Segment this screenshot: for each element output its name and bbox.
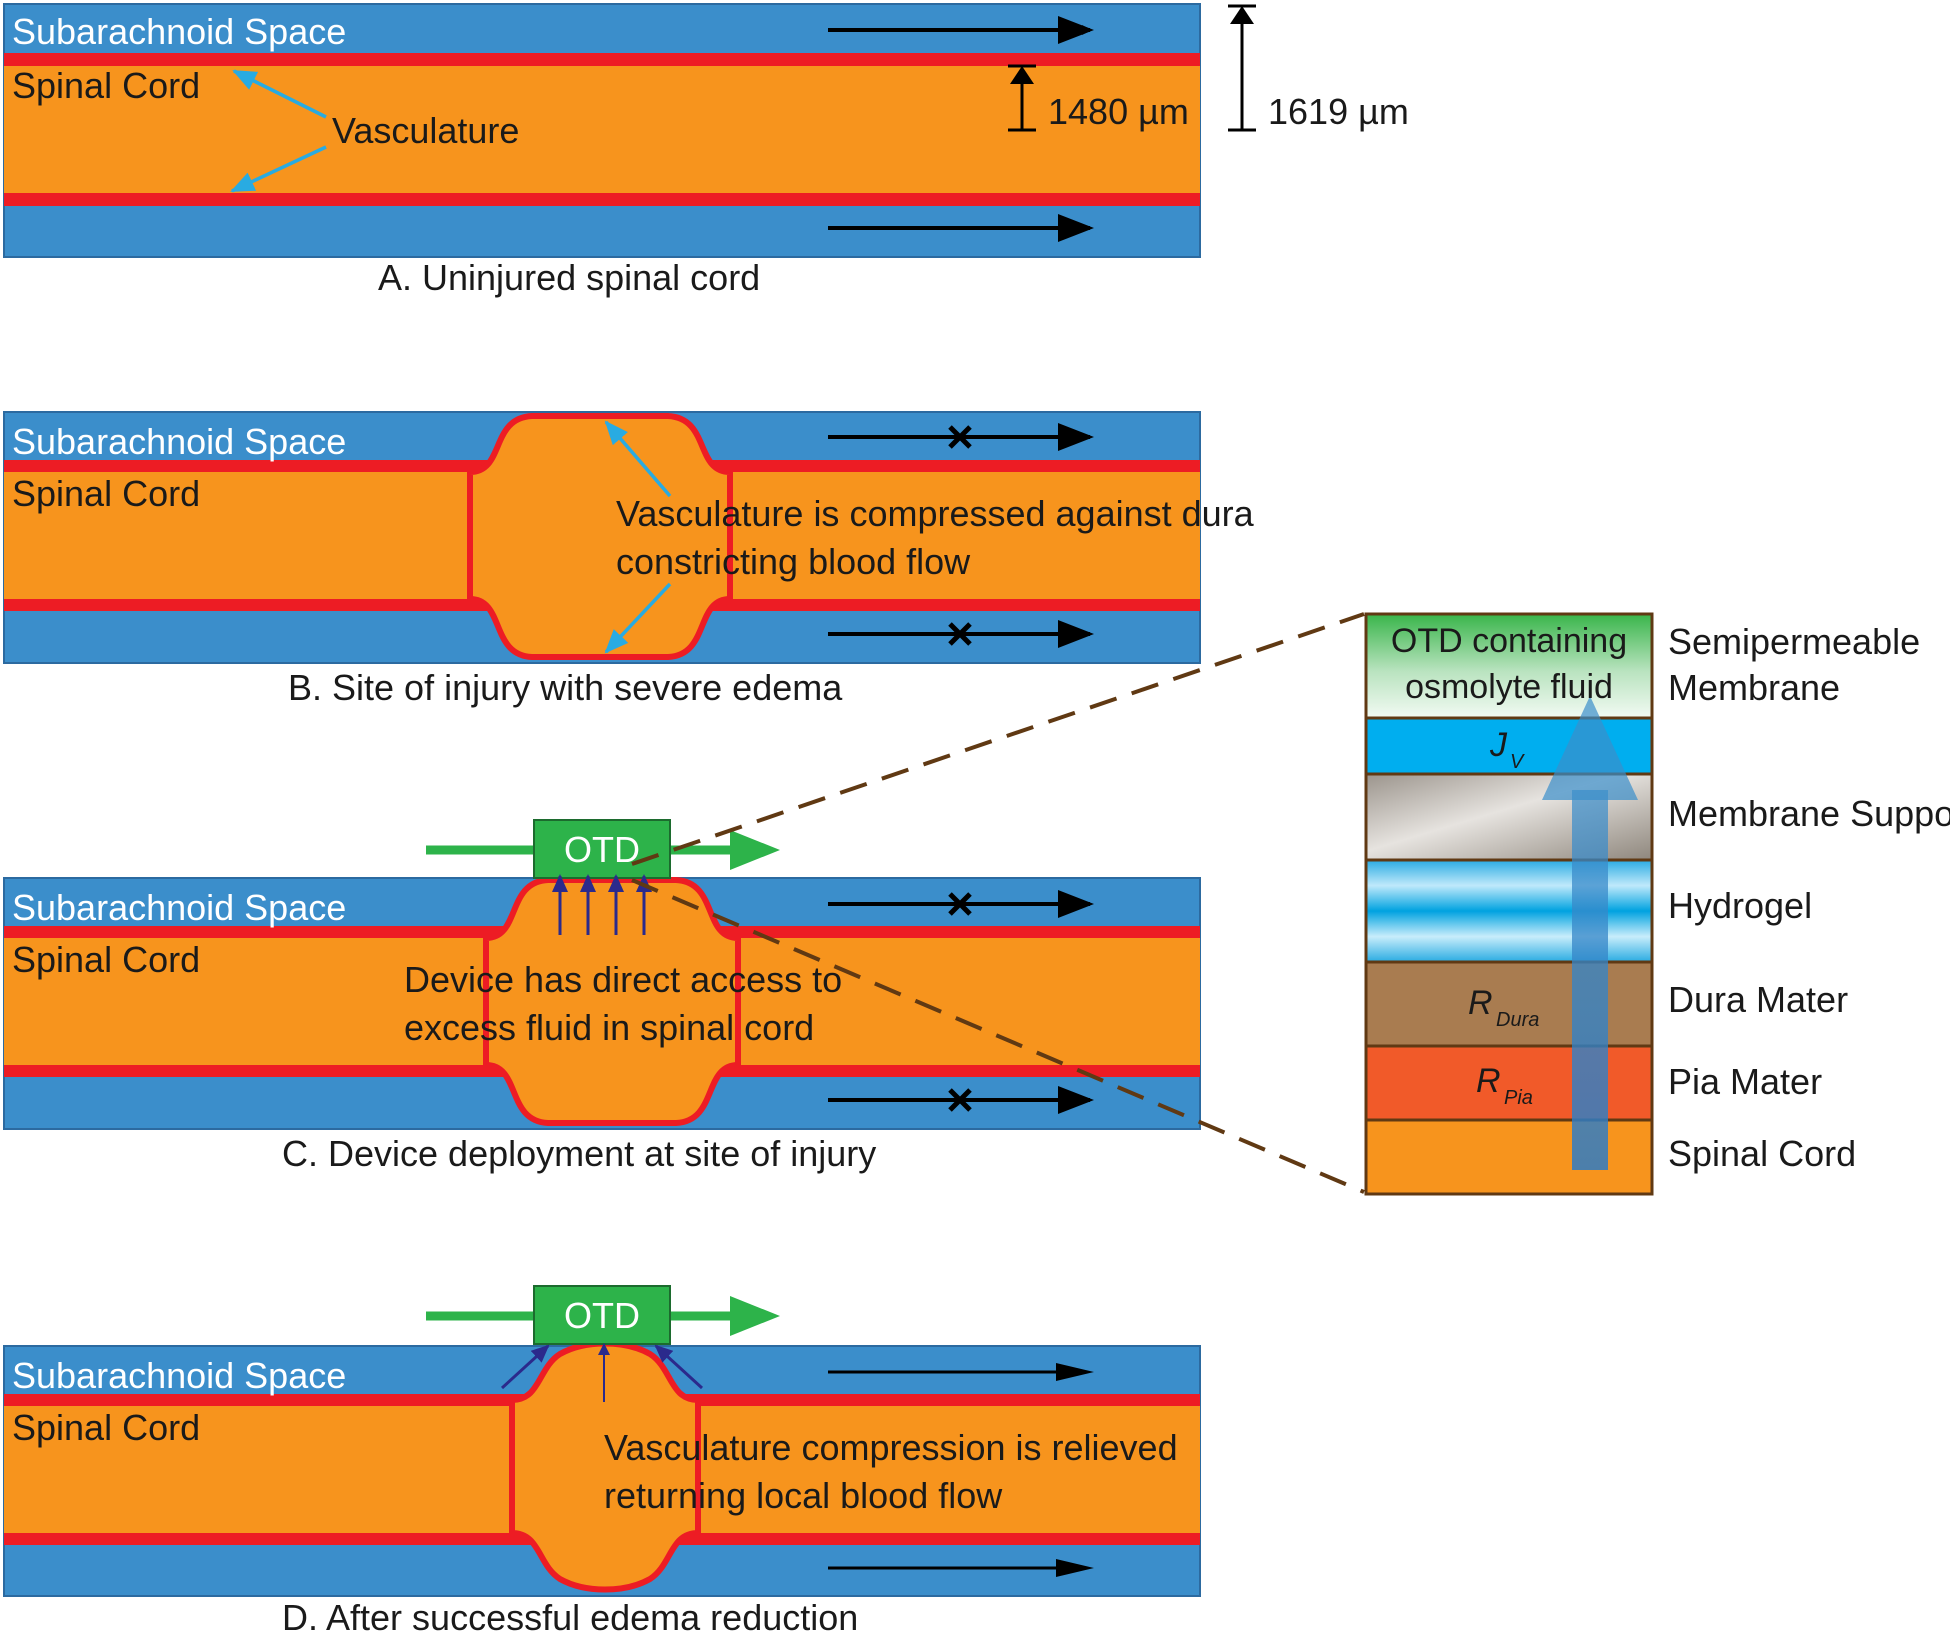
- spinal-cord-label: Spinal Cord: [12, 1407, 200, 1448]
- panel-a: Subarachnoid Space Spinal Cord Vasculatu…: [3, 3, 1409, 298]
- otd-device: [533, 1285, 671, 1345]
- jv-symbol: J: [1489, 726, 1508, 764]
- annotation-line-1: Device has direct access to: [404, 959, 842, 1000]
- blocked-flow-arrow-bottom: [828, 1086, 1094, 1114]
- blocked-flow-arrow-top: [828, 890, 1094, 918]
- layer-semipermeable-membrane: [1364, 612, 1654, 720]
- inner-dimension-label: 1480 µm: [1048, 91, 1189, 132]
- subarachnoid-label: Subarachnoid Space: [12, 421, 346, 462]
- compression-pointer-top: [604, 420, 672, 498]
- spinal-cord-label: Spinal Cord: [12, 473, 200, 514]
- panel-d: OTD Subarachnoid Space Spinal Cord Vascu…: [3, 1285, 1201, 1634]
- annotation-line-2: constricting blood flow: [616, 541, 971, 582]
- subarachnoid-label: Subarachnoid Space: [12, 1355, 346, 1396]
- edema-bulge: [483, 877, 741, 1126]
- label-semipermeable-line-1: Semipermeable: [1668, 621, 1920, 662]
- spinal-cord: [4, 66, 1200, 193]
- caption-a: A. Uninjured spinal cord: [378, 257, 760, 298]
- layer-dura-mater: [1364, 960, 1654, 1048]
- vasculature-pointer-bottom: [230, 145, 327, 193]
- annotation-line-2: excess fluid in spinal cord: [404, 1007, 814, 1048]
- zoom-connector-bottom: [631, 878, 1365, 1194]
- label-semipermeable-line-2: Membrane: [1668, 667, 1840, 708]
- layer-spinal-cord: [1364, 1118, 1654, 1196]
- r-dura-symbol: R: [1468, 984, 1493, 1022]
- annotation-line-1: Vasculature compression is relieved: [604, 1427, 1178, 1468]
- otd-device: [533, 819, 671, 879]
- restored-flow-arrow-bottom: [828, 1559, 1094, 1577]
- layer-stack: OTD containing osmolyte fluid J V R Dura…: [1364, 612, 1950, 1196]
- subarachnoid-label: Subarachnoid Space: [12, 11, 346, 52]
- vasculature-bottom: [4, 193, 1200, 206]
- blocked-flow-arrow-bottom: [828, 620, 1094, 648]
- caption-b: B. Site of injury with severe edema: [288, 667, 843, 708]
- inner-dimension-marker: [1008, 64, 1036, 132]
- annotation-line-1: Vasculature is compressed against dura: [616, 493, 1255, 534]
- label-membrane-support: Membrane Support: [1668, 793, 1950, 834]
- blocked-flow-arrow-top: [828, 423, 1094, 451]
- edema-bulge: [467, 413, 733, 660]
- label-spinal-cord: Spinal Cord: [1668, 1133, 1856, 1174]
- reduced-bulge: [509, 1340, 701, 1593]
- vasculature-top: [4, 53, 1200, 66]
- r-dura-subscript: Dura: [1496, 1009, 1539, 1031]
- caption-d: D. After successful edema reduction: [282, 1597, 858, 1634]
- vasculature-pointer-top: [232, 69, 327, 119]
- fluid-extraction-arrows: [552, 874, 652, 935]
- label-dura-mater: Dura Mater: [1668, 979, 1848, 1020]
- compression-pointer-bottom: [604, 582, 672, 654]
- otd-label: OTD: [564, 829, 640, 870]
- spinal-cord-label: Spinal Cord: [12, 65, 200, 106]
- otd-line-1: OTD containing: [1391, 622, 1627, 660]
- spinal-cord-label: Spinal Cord: [12, 939, 200, 980]
- outer-dimension-marker: [1228, 4, 1256, 132]
- panel-c: OTD Subarachnoid Space Spinal Cord Devic…: [3, 819, 1201, 1174]
- layer-hydrogel: [1364, 858, 1654, 964]
- vasculature-label: Vasculature: [332, 110, 519, 151]
- water-flux-arrow: [1542, 696, 1638, 1170]
- outer-dimension-label: 1619 µm: [1268, 91, 1409, 132]
- restored-flow-arrow-top: [828, 1363, 1094, 1381]
- caption-c: C. Device deployment at site of injury: [282, 1133, 876, 1174]
- otd-line-2: osmolyte fluid: [1405, 668, 1613, 706]
- label-pia-mater: Pia Mater: [1668, 1061, 1822, 1102]
- subarachnoid-label: Subarachnoid Space: [12, 887, 346, 928]
- r-pia-subscript: Pia: [1504, 1087, 1533, 1109]
- label-hydrogel: Hydrogel: [1668, 885, 1812, 926]
- jv-subscript: V: [1510, 751, 1525, 773]
- annotation-line-2: returning local blood flow: [604, 1475, 1003, 1516]
- otd-label: OTD: [564, 1295, 640, 1336]
- fluid-extraction-arrows: [500, 1343, 704, 1402]
- r-pia-symbol: R: [1476, 1062, 1501, 1100]
- panel-b: Subarachnoid Space Spinal Cord Vasculatu…: [3, 411, 1255, 708]
